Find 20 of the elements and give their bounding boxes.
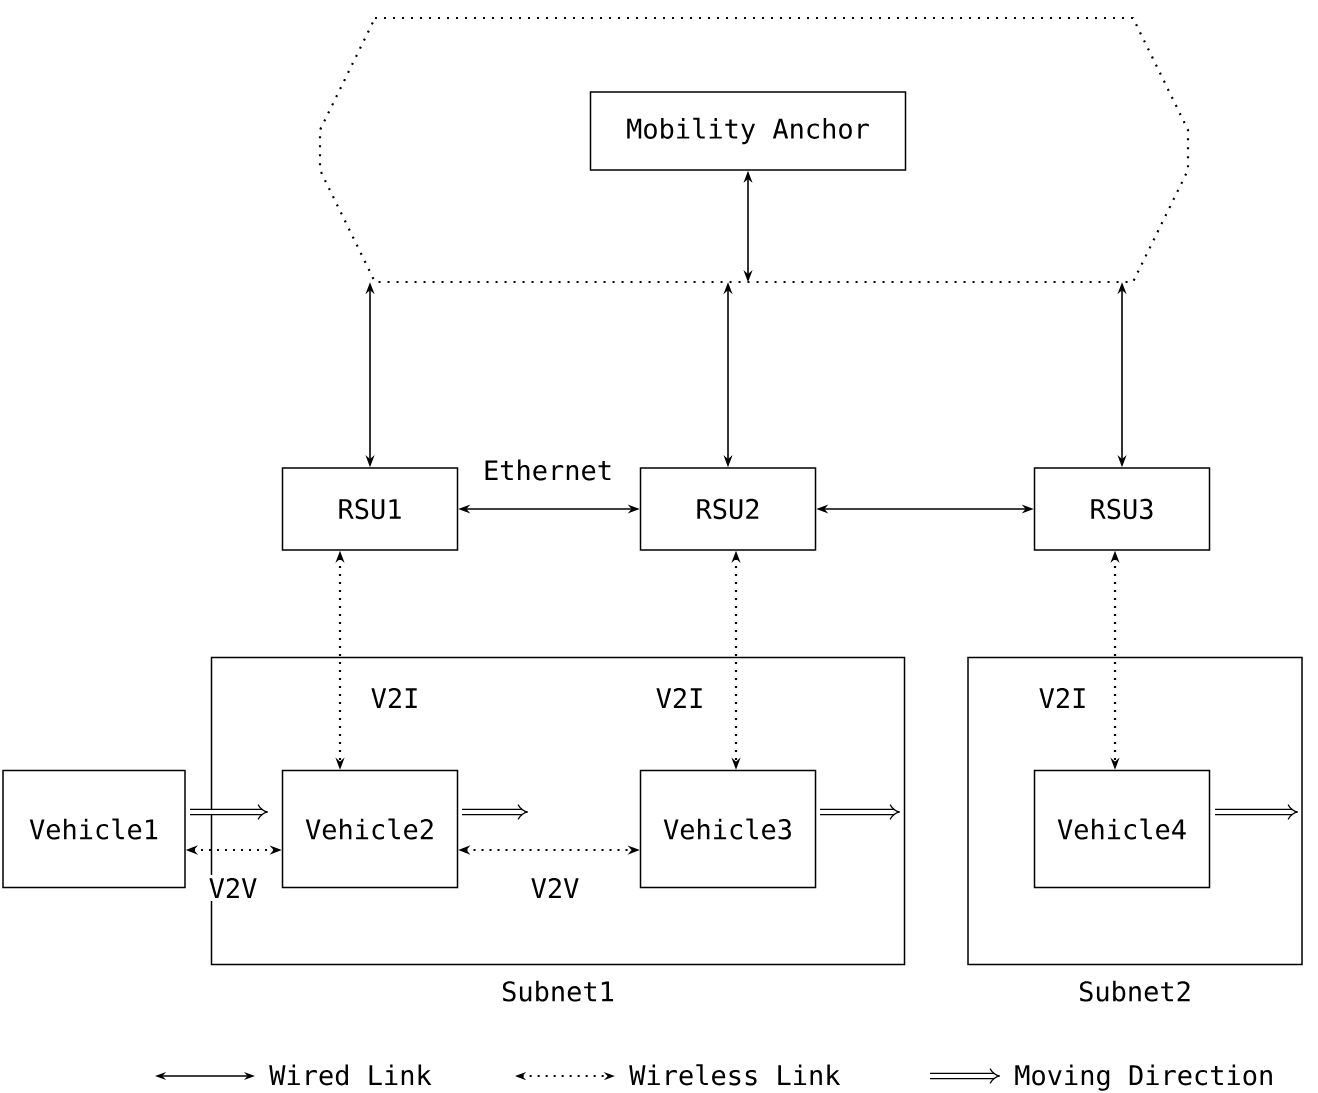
legend-label: Wired Link [269, 1064, 432, 1086]
vehicle-box: Vehicle4 [1033, 769, 1211, 889]
rsu-box: RSU2 [639, 467, 817, 551]
edge-label: Ethernet [480, 456, 617, 484]
edge-label: V2I [1035, 685, 1091, 712]
rsu-box: RSU1 [281, 467, 459, 551]
network-outline [318, 16, 1190, 284]
rsu-box: RSU3 [1033, 467, 1211, 551]
vehicle-box: Vehicle3 [639, 769, 817, 889]
edge-label: V2I [367, 685, 423, 712]
node-label: Subnet2 [1079, 980, 1190, 1002]
edge-label: V2V [205, 875, 261, 902]
edge-label: V2V [527, 875, 583, 902]
node-label: Subnet1 [502, 980, 614, 1002]
vehicle-box: Vehicle2 [281, 769, 459, 889]
vehicle-box: Vehicle1 [2, 769, 186, 889]
legend-label: Moving Direction [1015, 1064, 1272, 1091]
edge-label: V2I [652, 685, 708, 712]
anchor-box: Mobility Anchor [589, 91, 907, 171]
legend-label: Wireless Link [629, 1064, 841, 1086]
